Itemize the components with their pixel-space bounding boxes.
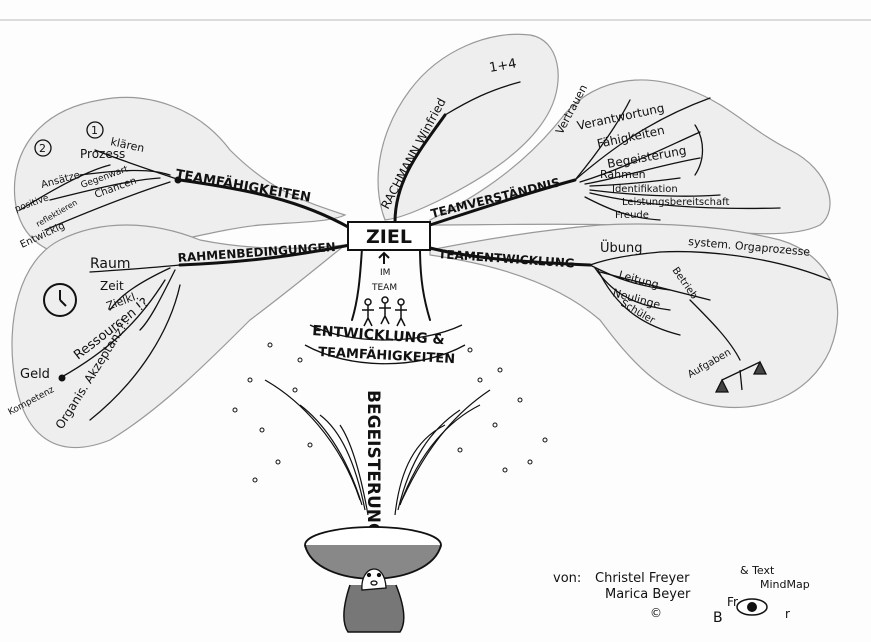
credits: von: Christel Freyer Marica Beyer © & Te… [553, 564, 810, 626]
stem-line-2: TEAMFÄHIGKEITEN [318, 344, 456, 367]
bowl-icon [304, 526, 442, 633]
clock-icon [43, 283, 77, 317]
mark-1: 1 [91, 124, 98, 137]
eye-icon [736, 598, 768, 616]
credit-right-4: B [713, 610, 723, 626]
fountain-drops [232, 342, 548, 483]
team-figures-icon [362, 296, 407, 327]
credit-von: von: [553, 571, 581, 586]
branch-line-rahmen [178, 243, 352, 267]
cloud-rachmann [377, 33, 559, 221]
mark-1-circle [86, 121, 104, 139]
cloud-teamfaehigkeiten [13, 96, 347, 257]
sublabel-raum: Raum [90, 256, 131, 272]
mark-2: 2 [39, 142, 46, 155]
branch-lines [19, 81, 831, 421]
sublabel-freude: Freude [615, 210, 649, 221]
credit-author-1: Christel Freyer [595, 571, 690, 586]
mark-2-circle [34, 139, 52, 157]
credit-right-5: r [785, 607, 790, 621]
branch-line-teamfaehigkeiten [178, 178, 352, 230]
credit-right-3: Fr [727, 595, 738, 609]
branch-note-rachmann: 1+4 [488, 56, 518, 76]
stem-arc-2 [304, 344, 466, 365]
sublabel-uebung: Übung [600, 239, 643, 256]
stem-arc-1 [309, 324, 463, 341]
cloud-shapes [11, 33, 839, 449]
credit-right-2: MindMap [760, 578, 810, 591]
cloud-rahmenbedingungen [11, 224, 347, 449]
branch-line-teamentwicklung [428, 246, 592, 267]
stem-line-right [419, 247, 431, 321]
scales-icon [714, 360, 768, 393]
stem-line-left [351, 247, 363, 321]
branch-line-rachmann [393, 113, 447, 224]
cloud-teamentwicklung [429, 223, 839, 409]
sublabel-leistungsbereitschaft: Leistungsbereitschaft [622, 197, 729, 208]
credit-copyright: © [650, 606, 662, 620]
up-arrow-icon [378, 251, 390, 264]
fountain-streams [264, 379, 491, 516]
sublabel-geld: Geld [20, 367, 50, 382]
center-box [347, 221, 431, 251]
figure-icon [361, 568, 387, 591]
credit-right-1: & Text [740, 564, 775, 577]
stem-line-1: ENTWICKLUNG & [312, 323, 445, 348]
fountain-label: BEGEISTERUNG [363, 390, 383, 537]
sublabel-zeit: Zeit [100, 279, 124, 293]
center-sub-2: TEAM [371, 283, 397, 293]
credit-author-2: Marica Beyer [605, 587, 691, 602]
center-label: ZIEL [366, 226, 412, 248]
sublabel-prozess: Prozess [80, 147, 125, 161]
branch-line-teamverstaendnis [428, 178, 577, 227]
sublabel-rahmen: Rahmen [600, 168, 646, 181]
sublabel-identifikation: Identifikation [612, 184, 678, 195]
center-sub-1: IM [380, 268, 390, 278]
